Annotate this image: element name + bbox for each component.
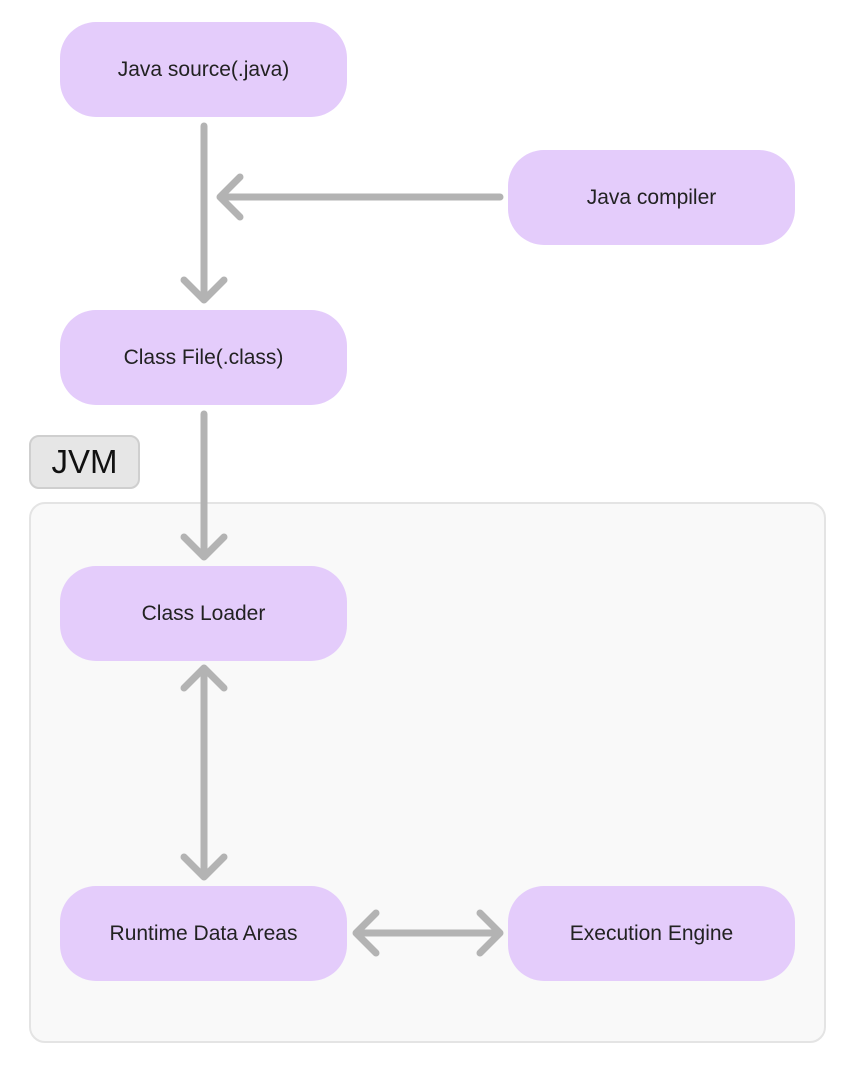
arrowhead-compiler-left <box>216 173 244 221</box>
node-java-source: Java source(.java) <box>60 22 347 117</box>
arrowhead-classfile-top <box>180 276 228 304</box>
node-class-file: Class File(.class) <box>60 310 347 405</box>
node-runtime-data-areas: Runtime Data Areas <box>60 886 347 981</box>
node-class-loader: Class Loader <box>60 566 347 661</box>
jvm-group-label: JVM <box>29 435 140 489</box>
node-execution-engine: Execution Engine <box>508 886 795 981</box>
node-java-compiler: Java compiler <box>508 150 795 245</box>
